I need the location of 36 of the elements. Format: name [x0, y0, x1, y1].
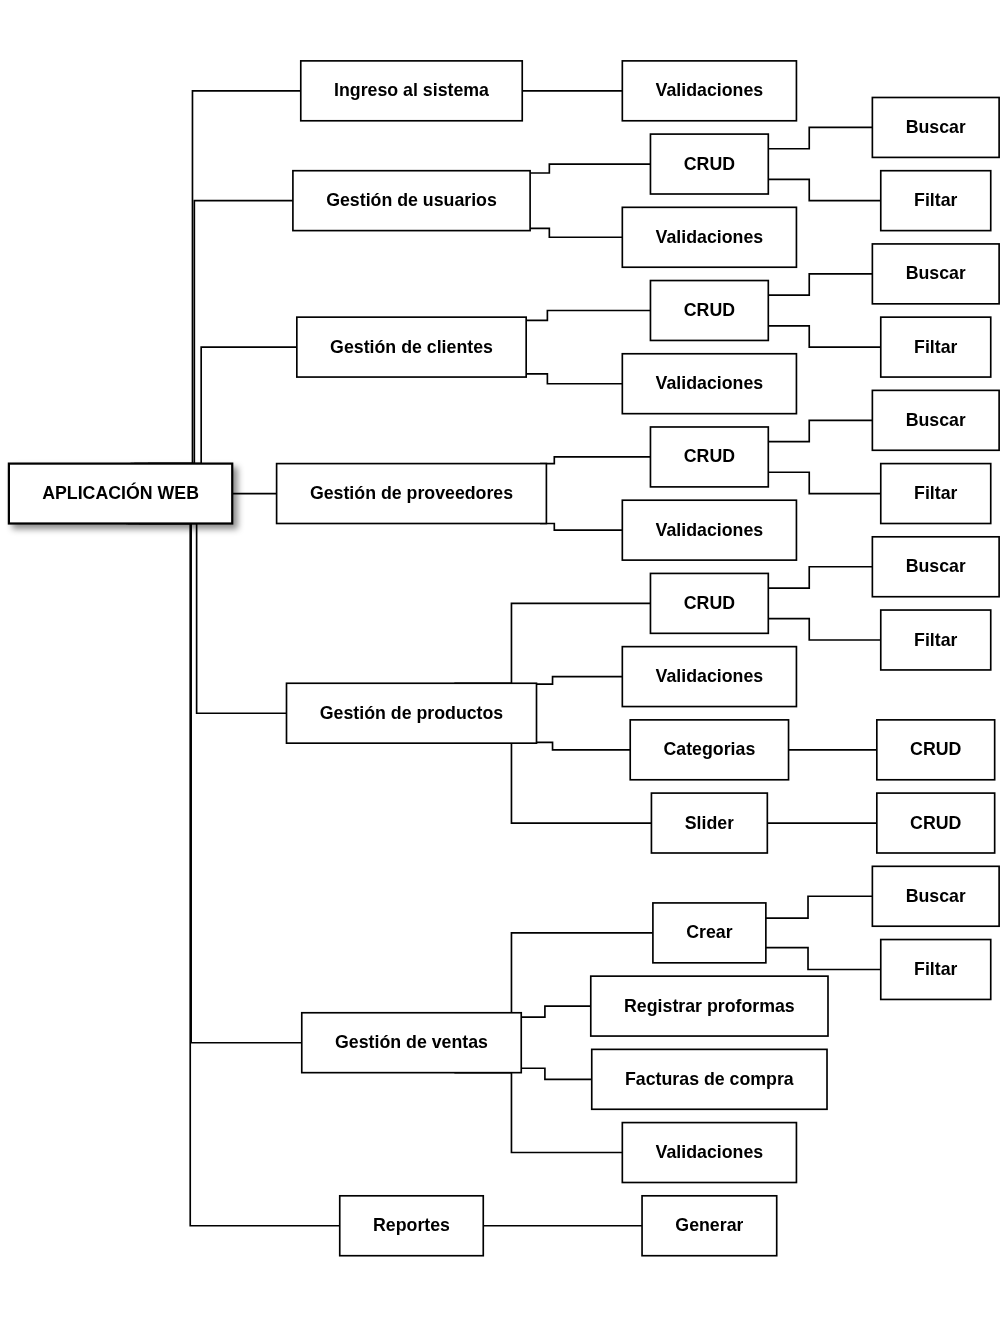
node-box: Filtar [879, 609, 992, 671]
node-box: Gestión de clientes [296, 316, 527, 379]
node-box: Gestión de ventas [300, 1012, 523, 1074]
node-box: Buscar [871, 96, 1000, 159]
node-box: Buscar [871, 389, 1000, 452]
node-box: Generar [641, 1195, 778, 1257]
node-box: CRUD [649, 426, 770, 488]
node-box: Gestión de usuarios [292, 170, 531, 232]
node-box: Gestión de proveedores [275, 462, 548, 525]
node-box: Filtar [879, 462, 992, 525]
node-box: Validaciones [621, 499, 798, 562]
node-box: Ingreso al sistema [299, 60, 524, 122]
node-box: Validaciones [621, 646, 798, 708]
node-box: Buscar [871, 536, 1000, 598]
node-box: CRUD [649, 572, 770, 635]
node-box: Facturas de compra [590, 1048, 828, 1111]
node-box: CRUD [876, 719, 996, 781]
node-box: Validaciones [621, 1121, 798, 1184]
node-box: CRUD [649, 133, 770, 196]
node-box: Validaciones [621, 206, 798, 269]
node-box: Registrar proformas [589, 975, 829, 1038]
node-box: Reportes [338, 1195, 485, 1257]
node-box: Slider [650, 792, 769, 855]
node-box: APLICACIÓN WEB [7, 462, 234, 525]
node-box: Buscar [871, 243, 1000, 305]
node-box: CRUD [876, 792, 996, 855]
node-box: Validaciones [621, 353, 798, 415]
node-box: Buscar [871, 865, 1000, 928]
node-box: Crear [652, 902, 767, 964]
node-box: Categorias [629, 719, 790, 781]
node-box: Filtar [879, 938, 992, 1001]
node-box: CRUD [649, 279, 770, 342]
node-box: Filtar [879, 170, 992, 232]
node-box: Filtar [879, 316, 992, 379]
node-box: Validaciones [621, 60, 798, 122]
node-box: Gestión de productos [285, 682, 538, 745]
